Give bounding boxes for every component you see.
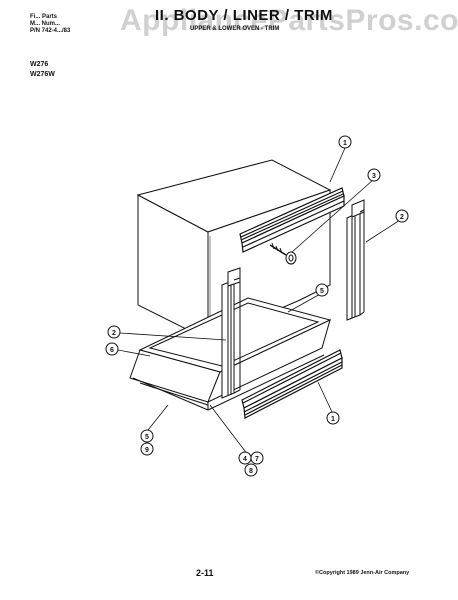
header-line: M... Num... [30, 21, 60, 27]
header-line: P/N 742-4.../83 [30, 28, 71, 34]
page-title: II. BODY / LINER / TRIM [155, 7, 333, 24]
callout-8: 8 [244, 463, 258, 477]
screw [269, 242, 297, 265]
svg-text:6: 6 [110, 347, 114, 354]
callout-2-right: 2 [395, 209, 409, 223]
header-left-info: Fi... Parts M... Num... P/N 742-4.../83 [30, 14, 70, 35]
svg-text:1: 1 [343, 140, 347, 147]
svg-text:1: 1 [331, 416, 335, 423]
callout-2-left: 2 [107, 325, 121, 339]
watermark-text: AppliancePartsPros.com [120, 4, 458, 37]
model-list: W276 W276W [30, 60, 55, 80]
model-number: W276 [30, 61, 49, 68]
svg-text:5: 5 [320, 288, 324, 295]
svg-text:4: 4 [243, 456, 247, 463]
top-trim-strip [239, 187, 345, 253]
svg-text:5: 5 [145, 434, 149, 441]
bottom-trim-strip [241, 349, 343, 419]
model-number: W276W [30, 71, 55, 78]
callout-5-right: 5 [315, 283, 329, 297]
leader-lines [117, 147, 401, 456]
callout-5-left: 5 [140, 429, 154, 443]
callout-1-top: 1 [338, 135, 352, 149]
header-line: Fi... Parts [30, 14, 58, 20]
page-number: 2-11 [196, 568, 214, 578]
callout-7: 7 [250, 451, 264, 465]
copyright-text: ©Copyright 1989 Jenn-Air Company [315, 570, 410, 576]
svg-text:8: 8 [249, 468, 253, 475]
svg-text:2: 2 [400, 214, 404, 221]
callout-6: 6 [105, 342, 119, 356]
callout-4: 4 [238, 451, 252, 465]
svg-text:7: 7 [255, 456, 259, 463]
callout-9: 9 [140, 442, 154, 456]
svg-text:3: 3 [372, 173, 376, 180]
svg-text:9: 9 [145, 447, 149, 454]
callout-1-bottom: 1 [326, 411, 340, 425]
left-vertical-trim [221, 267, 241, 399]
svg-text:2: 2 [112, 330, 116, 337]
right-vertical-trim [346, 199, 365, 321]
callout-3: 3 [367, 168, 381, 182]
page-subtitle: UPPER & LOWER OVEN - TRIM [190, 26, 280, 32]
